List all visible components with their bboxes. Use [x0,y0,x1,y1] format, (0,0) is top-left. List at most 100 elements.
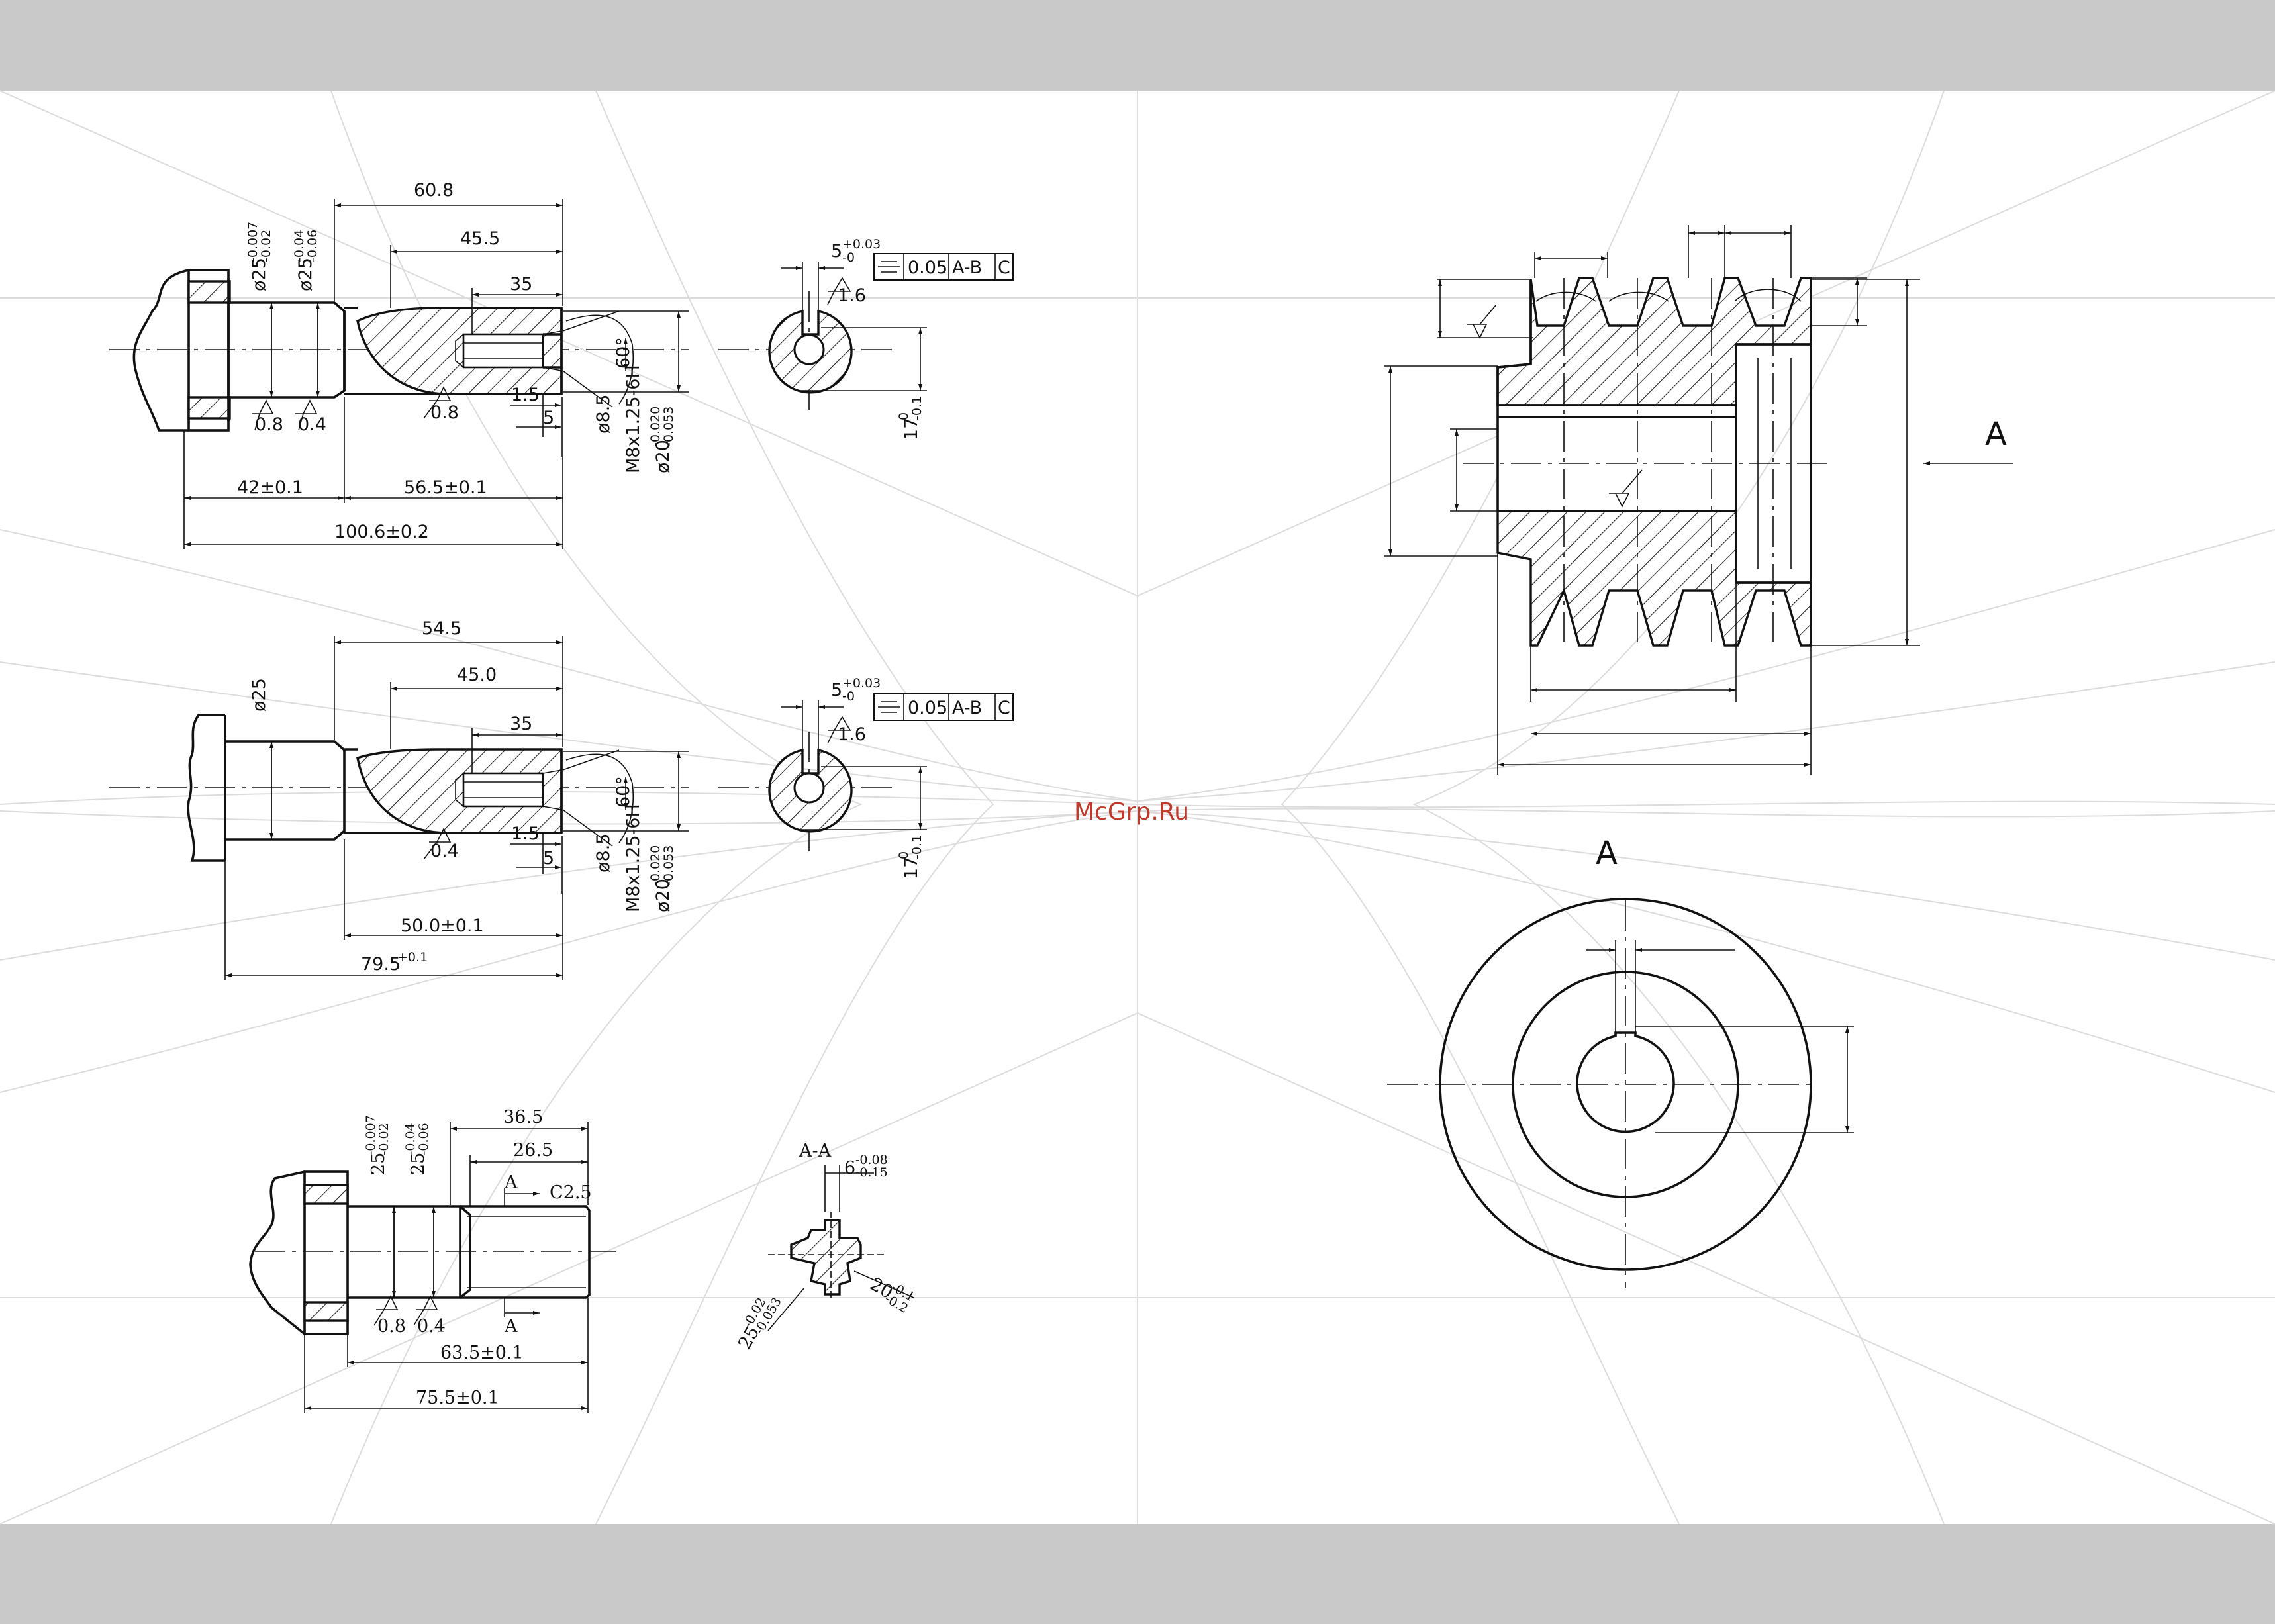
keyway-section-1: 5 +0.03 -0 0.05 A-B C 1.6 17 0 -0.1 [718,237,1014,440]
dim-56-5: 56.5±0.1 [404,477,487,498]
key-width: 5 [831,241,842,262]
svg-text:ø20: ø20 [653,440,673,473]
dia-20-b: ø20 -0.020 -0.053 [648,845,676,912]
rough-0-8-c: 0.8 [377,1316,406,1337]
dia-8-5-b: ø8.5 [593,834,614,873]
dim-35: 35 [510,274,532,295]
rough-1-6: 1.6 [838,285,866,306]
rough-0-4-b: 0.4 [430,841,459,861]
svg-text:0: 0 [896,851,911,859]
section-title: A-A [799,1141,832,1161]
svg-text:+0.03: +0.03 [842,676,881,691]
svg-text:0.05: 0.05 [908,698,947,718]
dim-1-5-b: 1.5 [511,824,540,844]
dim-35-b: 35 [510,714,532,734]
dim-42: 42±0.1 [237,477,303,498]
svg-text:-0.08: -0.08 [855,1153,888,1167]
dim-36-5: 36.5 [503,1107,543,1127]
dia-25: ø25 [249,678,269,712]
svg-text:-0: -0 [842,689,855,704]
chamfer-c2-5: C2.5 [550,1182,592,1203]
svg-text:-0.15: -0.15 [855,1165,888,1180]
rough-0-8: 0.8 [255,414,283,435]
shaft-1-view: 60.8 45.5 35 ø25 -0.007 -0.02 ø25 -0.04 … [109,180,689,549]
fcf-1: 0.05 A-B C [873,253,1014,281]
svg-text:-0.06: -0.06 [305,230,320,262]
svg-text:C: C [998,698,1010,718]
angle-60: 60° [613,337,634,369]
watermark: McGrp.Ru [1074,798,1189,826]
svg-text:A-B: A-B [952,698,982,718]
svg-text:0.05: 0.05 [908,258,947,278]
svg-text:0: 0 [896,412,911,420]
tol-25-d: 25 -0.04 -0.06 [403,1123,431,1175]
svg-text:ø25: ø25 [249,258,269,291]
depth-17-b: 17 0 -0.1 [896,835,924,879]
svg-text:17: 17 [901,857,922,879]
svg-text:17: 17 [901,418,922,440]
svg-text:+0.03: +0.03 [842,237,881,252]
dim-50: 50.0±0.1 [401,916,484,936]
shaft-3-view: 36.5 26.5 25 -0.007 -0.02 25 -0.04 -0.06… [249,1107,616,1413]
svg-text:-0: -0 [842,250,855,265]
svg-text:25: 25 [368,1153,389,1175]
pulley-section: A [1384,225,2013,775]
svg-text:-0.020: -0.020 [648,845,663,886]
dim-45-0: 45.0 [457,665,497,685]
svg-text:ø20: ø20 [653,879,673,912]
dim-1-5: 1.5 [511,385,540,405]
tol-25-c: 25 -0.007 -0.02 [363,1115,391,1175]
svg-text:A-B: A-B [952,258,982,278]
svg-text:ø25: ø25 [295,258,316,291]
dim-45-5: 45.5 [460,228,500,249]
fcf-2: 0.05 A-B C [873,693,1014,721]
svg-text:C: C [998,258,1010,278]
svg-text:-0.06: -0.06 [416,1123,431,1155]
dim-26-5: 26.5 [513,1140,553,1161]
svg-text:-0.1: -0.1 [910,835,924,859]
tol-25-a: ø25 -0.007 -0.02 [246,222,273,291]
dim-63-5: 63.5±0.1 [440,1343,524,1363]
dia-8-5: ø8.5 [593,395,614,434]
section-mark-top: A [504,1172,518,1193]
background-pattern [0,90,2275,1525]
dia-20: ø20 -0.020 -0.053 [648,406,676,473]
view-arrow-a: A [1985,416,2007,453]
section-mark-bot: A [504,1316,518,1337]
spline-width: 6 [844,1158,855,1178]
svg-text:-0.02: -0.02 [377,1123,391,1155]
rough-1-6-b: 1.6 [838,724,866,745]
dim-5: 5 [543,408,554,428]
svg-text:-0.053: -0.053 [661,406,676,447]
svg-text:25: 25 [408,1153,428,1175]
rough-0-4: 0.4 [298,414,326,435]
rough-0-8b: 0.8 [430,403,459,423]
svg-text:-0.04: -0.04 [292,230,307,262]
tol-25-b: ø25 -0.04 -0.06 [292,230,320,291]
thread-m8: M8x1.25-6H [623,365,644,473]
dim-79-5: 79.5 [361,954,401,975]
svg-text:-0.007: -0.007 [363,1115,378,1155]
dim-5-b: 5 [543,848,554,869]
rough-0-4-c: 0.4 [417,1316,446,1337]
svg-text:-0.007: -0.007 [246,222,260,262]
dim-75-5: 75.5±0.1 [416,1388,499,1408]
thread-m8-b: M8x1.25-6H [623,804,644,912]
svg-text:-0.02: -0.02 [259,230,273,262]
dim-100-6: 100.6±0.2 [334,522,429,542]
svg-text:+0.1: +0.1 [397,950,428,965]
pulley-end-view: A [1387,835,1854,1288]
svg-text:-0.020: -0.020 [648,406,663,447]
angle-60-b: 60° [613,776,634,808]
dim-60-8: 60.8 [414,180,454,201]
depth-17: 17 0 -0.1 [896,396,924,440]
svg-text:-0.1: -0.1 [910,396,924,420]
key-width-2: 5 [831,680,842,700]
svg-text:-0.04: -0.04 [403,1123,418,1155]
view-a-label: A [1596,835,1618,872]
dim-54-5: 54.5 [422,618,461,639]
svg-text:-0.053: -0.053 [661,845,676,886]
shaft-2-view: 54.5 45.0 35 ø25 0.4 1.5 5 60° ø8.5 M8x1… [109,618,689,980]
